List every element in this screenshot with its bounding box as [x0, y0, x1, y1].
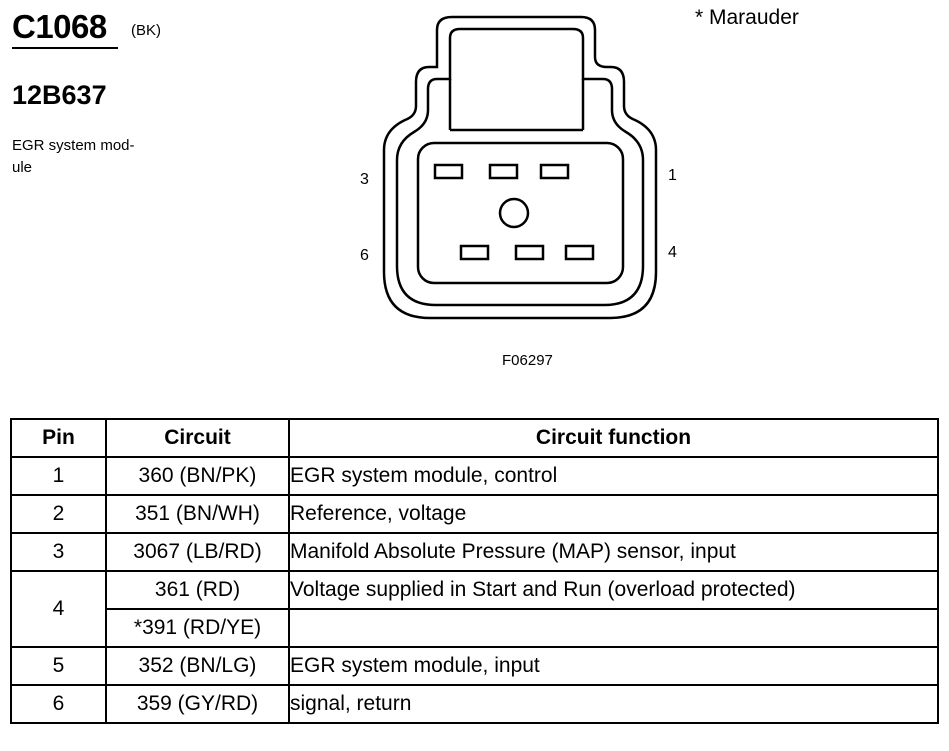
component-description: EGR system mod- ule: [12, 137, 135, 176]
connector-id: C1068: [12, 8, 107, 45]
table-row: 1 360 (BN/PK) EGR system module, control: [10, 456, 939, 496]
circuit-cell: 351 (BN/WH): [105, 494, 290, 534]
circuit-cell: 352 (BN/LG): [105, 646, 290, 686]
pin-cell: 2: [10, 494, 107, 534]
terminal-pin-3: [433, 163, 464, 180]
table-row: *391 (RD/YE): [11, 608, 939, 648]
function-cell: Voltage supplied in Start and Run (overl…: [288, 570, 939, 610]
circuit-cell: 359 (GY/RD): [105, 684, 290, 724]
function-cell: [288, 608, 939, 648]
connector-outer-shell: [382, 15, 658, 320]
circuit-cell: *391 (RD/YE): [105, 608, 290, 648]
table-row: 6 359 (GY/RD) signal, return: [10, 684, 939, 724]
terminal-pin-4: [564, 244, 595, 261]
connector-inner-shell: [395, 27, 645, 307]
pin-cell: 3: [10, 532, 107, 572]
pin-cell: 1: [10, 456, 107, 496]
part-number: 12B637: [12, 80, 107, 110]
pin-label-6: 6: [360, 247, 369, 264]
terminal-pin-5: [514, 244, 545, 261]
header-pin: Pin: [10, 418, 107, 458]
circuit-cell: 3067 (LB/RD): [105, 532, 290, 572]
pin-label-4: 4: [668, 244, 677, 261]
function-cell: Manifold Absolute Pressure (MAP) sensor,…: [288, 532, 939, 572]
footnote-marauder: * Marauder: [695, 6, 799, 29]
pin-cell: 4: [10, 570, 107, 648]
figure-code: F06297: [502, 352, 553, 369]
header-circuit: Circuit: [105, 418, 290, 458]
table-header-row: Pin Circuit Circuit function: [10, 418, 939, 458]
terminal-pin-1: [539, 163, 570, 180]
circuit-cell: 361 (RD): [105, 570, 290, 610]
connector-id-underline: [12, 47, 118, 49]
function-cell: signal, return: [288, 684, 939, 724]
pin-cell: 6: [10, 684, 107, 724]
table-row: 4 361 (RD) Voltage supplied in Start and…: [10, 570, 939, 648]
pin-cavity-block: [416, 141, 625, 285]
circuit-cell: 360 (BN/PK): [105, 456, 290, 496]
terminal-pin-6: [459, 244, 490, 261]
terminal-pin-2: [488, 163, 519, 180]
function-cell: EGR system module, input: [288, 646, 939, 686]
connector-color-code: (BK): [131, 22, 161, 39]
pinout-table: Pin Circuit Circuit function 1 360 (BN/P…: [10, 418, 939, 724]
header-circuit-function: Circuit function: [288, 418, 939, 458]
connector-face-diagram: [382, 15, 658, 320]
table-row: 3 3067 (LB/RD) Manifold Absolute Pressur…: [10, 532, 939, 572]
function-cell: EGR system module, control: [288, 456, 939, 496]
table-row: 5 352 (BN/LG) EGR system module, input: [10, 646, 939, 686]
polarizing-key: [498, 197, 530, 229]
pin-cell: 5: [10, 646, 107, 686]
function-cell: Reference, voltage: [288, 494, 939, 534]
table-row: 2 351 (BN/WH) Reference, voltage: [10, 494, 939, 534]
pin-label-1: 1: [668, 167, 677, 184]
pin-label-3: 3: [360, 171, 369, 188]
